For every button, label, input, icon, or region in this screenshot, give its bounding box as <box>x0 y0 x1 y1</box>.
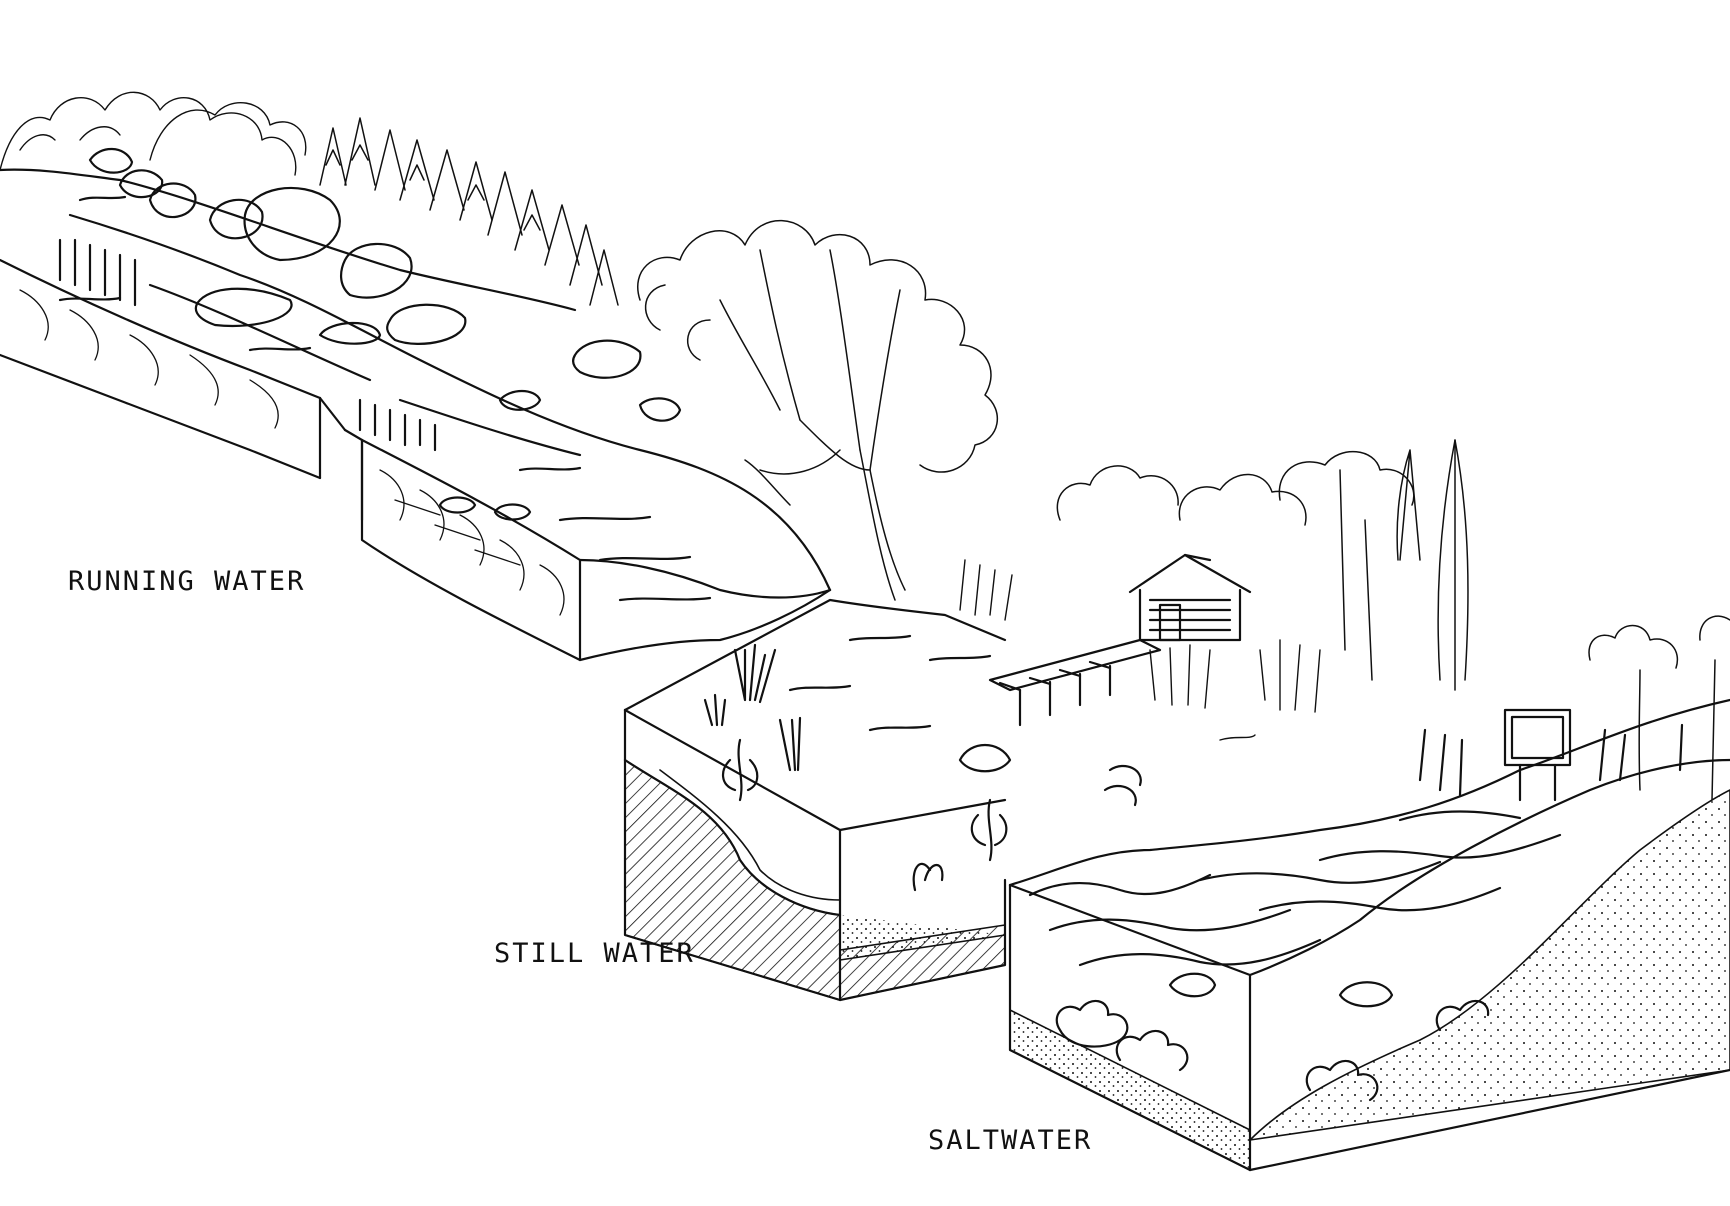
background-trees <box>0 91 307 176</box>
marsh-grass <box>959 559 1321 741</box>
label-saltwater: SALTWATER <box>928 1125 1093 1156</box>
cabin <box>1128 553 1252 642</box>
saltwater-block <box>1008 698 1730 1172</box>
trees-right <box>1056 439 1469 691</box>
wooden-dock <box>988 638 1162 727</box>
label-still-water: STILL WATER <box>494 938 695 969</box>
conifer-forest <box>319 117 619 306</box>
label-running-water: RUNNING WATER <box>68 566 306 597</box>
running-water-block <box>0 147 832 662</box>
deciduous-trees-center <box>637 219 999 601</box>
pine-trees-far-right <box>1588 615 1730 801</box>
still-water-block <box>623 598 1142 1002</box>
